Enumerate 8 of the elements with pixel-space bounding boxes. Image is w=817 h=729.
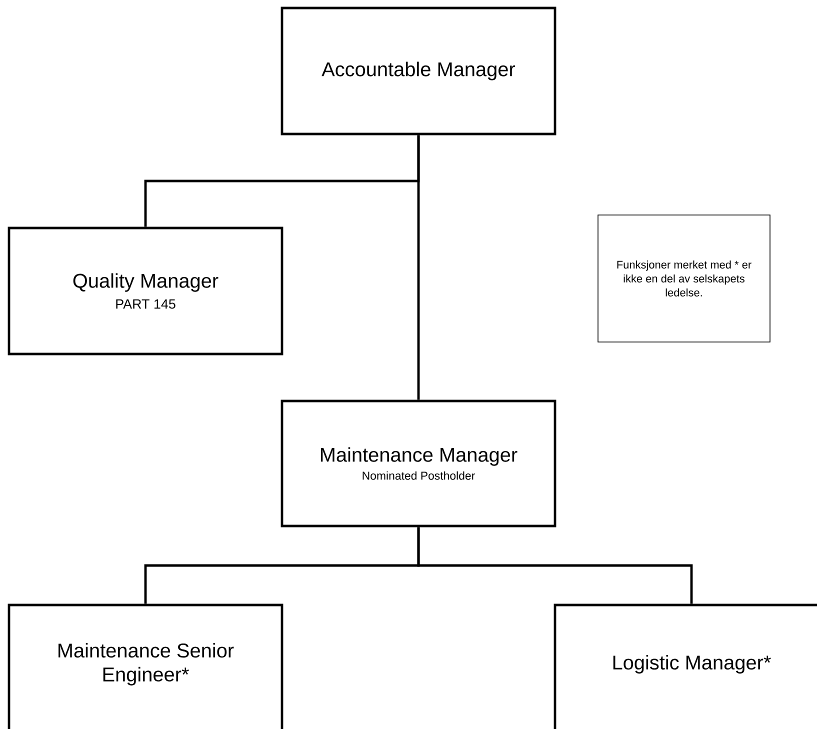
role-box: Accountable Manager bbox=[280, 6, 556, 136]
role-box: Logistic Manager* bbox=[554, 604, 817, 729]
role-box: Maintenance Senior Engineer* bbox=[8, 604, 284, 729]
role-box: Maintenance Manager Nominated Postholder bbox=[280, 400, 556, 528]
connector-line bbox=[417, 135, 420, 400]
role-box: Quality Manager PART 145 bbox=[8, 226, 284, 356]
note-box: Funksjoner merket med * er ikke en del av selskapets ledelse. bbox=[598, 214, 770, 342]
connector-line bbox=[417, 527, 693, 604]
